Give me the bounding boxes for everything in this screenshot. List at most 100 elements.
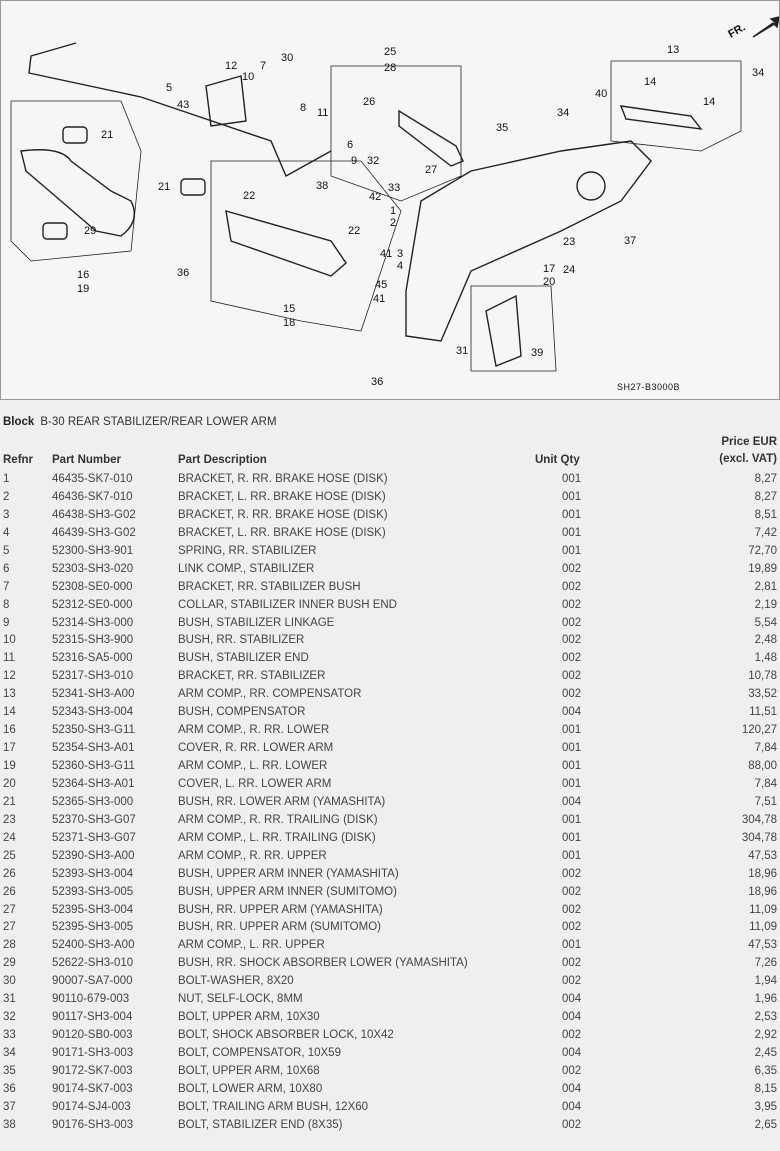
qty-cell: 001 bbox=[562, 849, 582, 862]
qty-cell: 002 bbox=[562, 598, 582, 611]
price-cell: 19,89 bbox=[748, 562, 777, 575]
callout-label: 4 bbox=[397, 260, 404, 272]
qty-cell: 004 bbox=[562, 1047, 582, 1059]
part-number-cell: 52390-SH3-A00 bbox=[52, 849, 135, 862]
description-cell: BRACKET, RR. STABILIZER BUSH bbox=[178, 580, 361, 593]
callout-label: 11 bbox=[317, 107, 329, 119]
part-number-cell: 52393-SH3-004 bbox=[52, 867, 134, 880]
part-number-cell: 52300-SH3-901 bbox=[52, 544, 134, 557]
qty-cell: 004 bbox=[562, 993, 582, 1006]
qty-cell: 001 bbox=[562, 490, 582, 503]
refnr-cell: 27 bbox=[3, 921, 16, 934]
refnr-cell: 34 bbox=[3, 1047, 16, 1059]
price-cell: 2,45 bbox=[754, 1047, 777, 1059]
price-cell: 2,81 bbox=[754, 580, 777, 593]
callout-label: 42 bbox=[369, 191, 382, 203]
refnr-cell: 38 bbox=[3, 1118, 16, 1131]
upper-arm bbox=[398, 109, 464, 167]
part-number-cell: 52343-SH3-004 bbox=[52, 706, 134, 719]
callout-label: 41 bbox=[373, 293, 386, 305]
refnr-cell: 26 bbox=[3, 867, 16, 880]
group-box-25 bbox=[330, 65, 462, 202]
price-cell: 72,70 bbox=[748, 544, 777, 557]
description-cell: NUT, SELF-LOCK, 8MM bbox=[178, 993, 303, 1006]
description-cell: BOLT-WASHER, 8X20 bbox=[178, 975, 294, 988]
price-cell: 8,51 bbox=[754, 508, 777, 521]
callout-label: 14 bbox=[644, 76, 657, 88]
description-cell: COVER, R. RR. LOWER ARM bbox=[178, 742, 334, 755]
qty-cell: 004 bbox=[562, 1082, 582, 1095]
description-cell: BUSH, RR. SHOCK ABSORBER LOWER (YAMASHIT… bbox=[178, 957, 468, 970]
callout-label: 17 bbox=[543, 263, 556, 275]
refnr-cell: 7 bbox=[3, 580, 10, 593]
refnr-cell: 2 bbox=[3, 490, 10, 503]
refnr-cell: 30 bbox=[3, 975, 16, 988]
price-cell: 47,53 bbox=[748, 849, 777, 862]
callout-label: 45 bbox=[375, 279, 388, 291]
price-cell: 2,48 bbox=[754, 634, 777, 647]
description-cell: BRACKET, R. RR. BRAKE HOSE (DISK) bbox=[178, 508, 388, 521]
refnr-cell: 27 bbox=[3, 903, 16, 916]
price-cell: 304,78 bbox=[741, 831, 777, 844]
lower-arm-left bbox=[20, 149, 135, 237]
callout-label: 22 bbox=[348, 225, 361, 237]
qty-cell: 004 bbox=[562, 795, 582, 808]
callout-label: 38 bbox=[316, 180, 329, 192]
group-box-17 bbox=[470, 285, 557, 372]
price-cell: 3,95 bbox=[754, 1100, 777, 1113]
callout-label: 8 bbox=[300, 102, 307, 114]
price-cell: 18,96 bbox=[748, 885, 777, 898]
refnr-cell: 12 bbox=[3, 670, 16, 683]
price-cell: 11,51 bbox=[749, 706, 777, 719]
callout-label: 5 bbox=[166, 82, 173, 94]
part-number-cell: 52303-SH3-020 bbox=[52, 562, 134, 575]
qty-cell: 002 bbox=[562, 652, 582, 665]
part-number-cell: 90007-SA7-000 bbox=[52, 975, 133, 988]
description-cell: BUSH, STABILIZER LINKAGE bbox=[178, 616, 335, 629]
qty-cell: 002 bbox=[562, 1118, 582, 1131]
trailing-arm bbox=[405, 140, 652, 342]
price-cell: 18,96 bbox=[748, 867, 777, 880]
description-cell: BOLT, UPPER ARM, 10X68 bbox=[178, 1064, 320, 1077]
price-cell: 7,42 bbox=[754, 526, 777, 539]
part-number-cell: 52308-SE0-000 bbox=[52, 580, 133, 593]
description-cell: ARM COMP., RR. COMPENSATOR bbox=[178, 688, 362, 701]
refnr-cell: 24 bbox=[3, 831, 16, 844]
bush-29 bbox=[42, 222, 68, 240]
callout-label: 9 bbox=[351, 155, 358, 167]
table-row: 7 52308-SE0-000 BRACKET, RR. STABILIZER BU… bbox=[0, 579, 780, 597]
callout-label: 21 bbox=[101, 129, 114, 141]
description-cell: BOLT, LOWER ARM, 10X80 bbox=[178, 1082, 323, 1095]
price-cell: 11,09 bbox=[749, 921, 777, 934]
part-number-cell: 90172-SK7-003 bbox=[52, 1064, 133, 1077]
callout-label: 13 bbox=[667, 44, 680, 56]
header-description: Part Description bbox=[178, 454, 267, 466]
callout-label: 3 bbox=[397, 248, 404, 260]
diagram-drawing bbox=[10, 16, 779, 372]
callout-label: 34 bbox=[557, 107, 570, 119]
description-cell: BUSH, RR. UPPER ARM (YAMASHITA) bbox=[178, 903, 383, 916]
description-cell: BRACKET, L. RR. BRAKE HOSE (DISK) bbox=[178, 490, 386, 503]
callout-label: 23 bbox=[563, 236, 576, 248]
part-number-cell: 52312-SE0-000 bbox=[52, 598, 133, 611]
description-cell: BRACKET, RR. STABILIZER bbox=[178, 670, 326, 683]
callout-label: 39 bbox=[531, 347, 544, 359]
qty-cell: 001 bbox=[562, 526, 582, 539]
part-number-cell: 52341-SH3-A00 bbox=[52, 688, 135, 701]
qty-cell: 002 bbox=[562, 616, 582, 629]
description-cell: BUSH, RR. UPPER ARM (SUMITOMO) bbox=[178, 921, 381, 934]
trailing-bush bbox=[576, 171, 606, 201]
description-cell: BUSH, RR. LOWER ARM (YAMASHITA) bbox=[178, 795, 386, 808]
